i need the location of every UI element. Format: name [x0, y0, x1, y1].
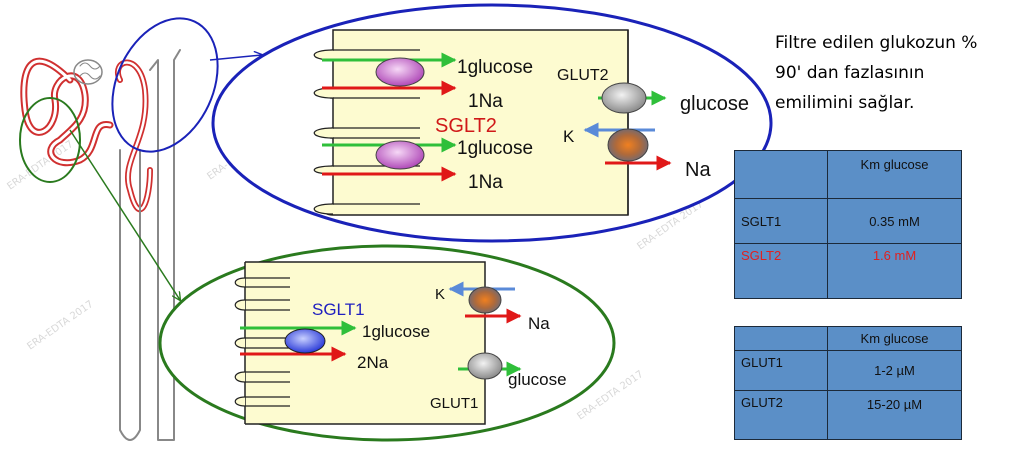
note-line: emilimini sağlar.	[775, 93, 915, 113]
km-table-sglt: Km glucose SGLT1 0.35 mM SGLT2 1.6 mM	[734, 150, 962, 299]
km-table-glut: Km glucose GLUT1 1-2 µM GLUT2 15-20 µM	[734, 326, 962, 440]
table-row: SGLT1 0.35 mM	[734, 198, 962, 244]
table-row: SGLT2 1.6 mM	[734, 243, 962, 299]
row-label-na: 1Na	[468, 172, 503, 193]
row-label-na: 1Na	[468, 91, 503, 112]
loop-of-henle	[119, 149, 141, 441]
note-line: Filtre edilen glukozun %	[775, 33, 978, 53]
green-pointer-line	[69, 129, 180, 300]
km-value: 1-2 µM	[827, 350, 962, 391]
table-header-cell: Km glucose	[827, 150, 962, 199]
km-value: 1.6 mM	[827, 243, 962, 299]
pump-k-label: K	[563, 127, 575, 146]
pump-na-label: Na	[528, 314, 550, 333]
na-k-pump	[607, 128, 649, 162]
glut2-transporter	[601, 82, 647, 114]
proximal-tubule-inner	[22, 59, 112, 165]
transporter-name: GLUT2	[734, 390, 828, 440]
distal-tubule-inner	[116, 61, 152, 211]
glut1-label: GLUT1	[430, 395, 478, 412]
transporter-name: GLUT1	[734, 350, 828, 391]
blue-highlight-oval	[111, 17, 219, 153]
row-label-glucose: 1glucose	[457, 138, 533, 159]
glomerulus	[73, 59, 103, 85]
reabsorption-note: Filtre edilen glukozun % 90' dan fazlası…	[775, 28, 1020, 118]
glut1-transporter	[467, 352, 503, 380]
table-cell	[734, 326, 828, 351]
sglt1-transporter	[284, 328, 326, 354]
sglt2-transporter	[375, 140, 425, 170]
table-header-cell: Km glucose	[827, 326, 962, 351]
table-cell	[734, 150, 828, 199]
transporter-name: SGLT1	[734, 198, 828, 244]
watermark: ERA-EDTA 2017	[25, 299, 95, 353]
km-value: 15-20 µM	[827, 390, 962, 440]
sglt1-label: SGLT1	[312, 300, 365, 319]
table-header-row: Km glucose	[734, 326, 962, 351]
pump-na-label: Na	[685, 159, 711, 181]
sglt2-transporter	[375, 57, 425, 87]
transporter-name: SGLT2	[734, 243, 828, 299]
row-label-na: 2Na	[357, 353, 389, 372]
na-k-pump	[468, 286, 502, 314]
sglt2-panel: 1glucose 1Na SGLT2 1glucose 1Na GLUT2 gl…	[211, 3, 773, 243]
glut1-substrate-label: glucose	[508, 370, 567, 389]
table-row: GLUT1 1-2 µM	[734, 350, 962, 391]
glut2-label: GLUT2	[557, 67, 609, 84]
collecting-duct	[149, 49, 181, 441]
sglt1-panel: SGLT1 1glucose 2Na K Na glucose GLUT1	[158, 244, 616, 442]
glomerulus-capillaries	[79, 62, 101, 80]
pump-k-label: K	[435, 286, 445, 303]
green-highlight-oval	[19, 97, 81, 183]
note-line: 90' dan fazlasının	[775, 63, 925, 83]
nephron-illustration	[20, 49, 181, 441]
sglt2-label: SGLT2	[435, 115, 497, 137]
table-header-row: Km glucose	[734, 150, 962, 199]
glut2-substrate-label: glucose	[680, 93, 749, 115]
table-row: GLUT2 15-20 µM	[734, 390, 962, 440]
row-label-glucose: 1glucose	[457, 57, 533, 78]
blue-pointer-line	[209, 55, 262, 61]
row-label-glucose: 1glucose	[362, 322, 430, 341]
km-value: 0.35 mM	[827, 198, 962, 244]
